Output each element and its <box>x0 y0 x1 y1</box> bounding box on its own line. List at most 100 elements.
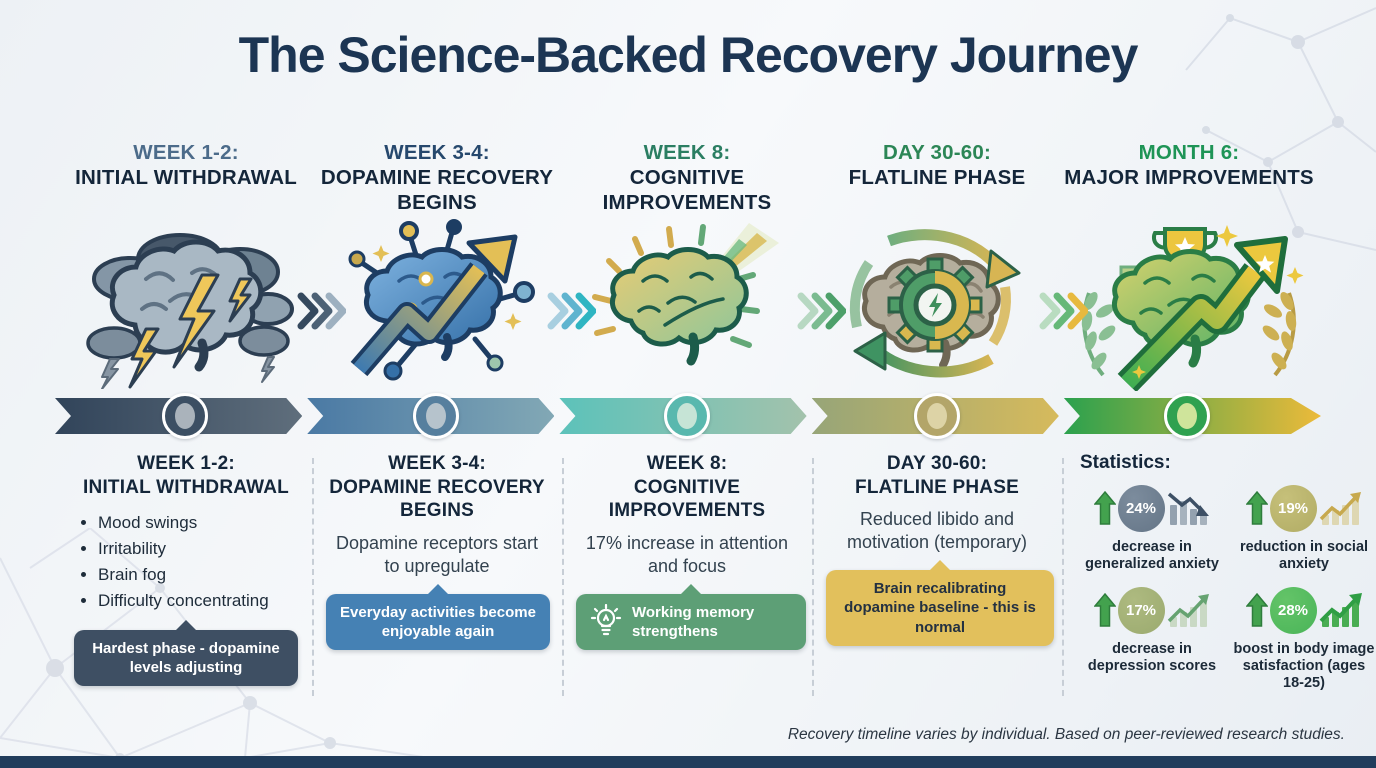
network-brain-icon <box>348 219 535 381</box>
stat-value-badge: 28% <box>1269 586 1317 634</box>
callout-text: Working memory strengthens <box>632 603 755 640</box>
stage-icon-row <box>60 212 1316 394</box>
stage-4-icon-cell <box>812 212 1062 394</box>
stage-detail-row: WEEK 1-2: INITIAL WITHDRAWAL Mood swings… <box>60 452 1374 691</box>
timeline-node-4 <box>914 393 960 439</box>
rising-chart-icon <box>1319 492 1361 525</box>
lightbulb-icon <box>590 603 622 635</box>
stage-name: MAJOR IMPROVEMENTS <box>1064 166 1314 189</box>
stat-label: boost in body image satisfaction (ages 1… <box>1233 641 1375 691</box>
list-item: Difficulty concentrating <box>98 589 316 613</box>
callout-hardest-phase: Hardest phase - dopamine levels adjustin… <box>74 629 298 686</box>
stat-item-anxiety: 24% decrease in generaliz <box>1078 482 1226 572</box>
stage-detail-week3-4: WEEK 3-4: DOPAMINE RECOVERY BEGINS Dopam… <box>312 452 562 691</box>
stage-name: FLATLINE PHASE <box>848 166 1026 189</box>
stat-label: decrease in generalized anxiety <box>1085 539 1219 572</box>
laurel-right <box>1262 291 1297 377</box>
bottom-accent-bar <box>0 756 1376 768</box>
column-divider <box>562 458 564 696</box>
timeline-node-5 <box>1164 393 1210 439</box>
stage-detail-heading: WEEK 3-4: DOPAMINE RECOVERY BEGINS <box>326 452 548 523</box>
stage-3-icon-cell <box>562 212 812 394</box>
stage-description: Dopamine receptors start to upregulate <box>335 532 539 576</box>
stage-5-icon-cell <box>1062 212 1316 394</box>
column-divider <box>812 458 814 696</box>
recalibrating-brain-icon <box>849 229 1021 378</box>
stat-value-badge: 17% <box>1117 586 1165 634</box>
stat-label: decrease in depression scores <box>1087 641 1217 675</box>
stage-header-row: WEEK 1-2: INITIAL WITHDRAWAL WEEK 3-4: D… <box>60 140 1316 215</box>
stage-header-week3-4: WEEK 3-4: DOPAMINE RECOVERY BEGINS <box>312 140 562 215</box>
up-arrow-icon <box>1245 593 1268 628</box>
list-item: Irritability <box>98 537 316 561</box>
stage-name: DOPAMINE RECOVERY BEGINS <box>329 476 545 522</box>
stat-label: reduction in social anxiety <box>1239 539 1369 572</box>
stage-description: 17% increase in attention and focus <box>585 532 789 576</box>
declining-chart-icon <box>1167 492 1209 525</box>
callout-working-memory: Working memory strengthens <box>576 593 806 651</box>
disclaimer-text: Recovery timeline varies by individual. … <box>787 726 1345 743</box>
chevron-right-icon <box>797 292 846 330</box>
stat-item-depression: 17% decrease in depressio <box>1078 584 1226 691</box>
timeline-node-2 <box>413 393 459 439</box>
rising-chart-icon <box>1167 594 1209 628</box>
up-arrow-icon <box>1093 490 1116 525</box>
up-arrow-icon <box>1245 490 1268 525</box>
shining-brain-icon <box>592 223 779 366</box>
symptom-list: Mood swings Irritability Brain fog Diffi… <box>74 511 316 614</box>
stage-period: WEEK 8: <box>643 141 731 164</box>
stage-detail-week8: WEEK 8: COGNITIVE IMPROVEMENTS 17% incre… <box>562 452 812 691</box>
page-title: The Science-Backed Recovery Journey <box>238 27 1139 83</box>
chevron-right-icon <box>297 292 346 330</box>
timeline-node-1 <box>162 393 208 439</box>
callout-everyday-activities: Everyday activities become enjoyable aga… <box>326 593 550 651</box>
stage-detail-heading: WEEK 8: COGNITIVE IMPROVEMENTS <box>576 452 798 523</box>
callout-brain-recalibrating: Brain recalibrating dopamine baseline - … <box>826 570 1054 646</box>
callout-text: Hardest phase - dopamine levels adjustin… <box>92 639 280 676</box>
storm-brain-icon <box>86 233 294 389</box>
stage-header-week8: WEEK 8: COGNITIVE IMPROVEMENTS <box>562 140 812 215</box>
timeline-arrow <box>55 393 1321 439</box>
stage-2-icon-cell <box>312 212 562 394</box>
stage-1-icon-cell <box>60 212 312 394</box>
timeline-node-3 <box>664 393 710 439</box>
stat-value-badge: 19% <box>1269 484 1317 532</box>
stage-period: WEEK 1-2: <box>137 453 235 474</box>
stat-item-social-anxiety: 19% reduction in social a <box>1230 482 1376 572</box>
stage-period: WEEK 8: <box>646 453 728 474</box>
network-pattern-bottom-left <box>0 528 430 758</box>
stage-period: WEEK 1-2: <box>133 141 239 164</box>
network-pattern-top-right <box>1185 7 1376 251</box>
stage-period: DAY 30-60: <box>883 141 991 164</box>
stage-period: WEEK 3-4: <box>388 453 486 474</box>
rising-chart-icon <box>1319 593 1362 628</box>
achievement-brain-icon <box>1081 225 1304 391</box>
stage-name: INITIAL WITHDRAWAL <box>83 476 289 498</box>
stage-detail-week1-2: WEEK 1-2: INITIAL WITHDRAWAL Mood swings… <box>60 452 312 691</box>
callout-text: Brain recalibrating dopamine baseline - … <box>844 580 1036 636</box>
stage-period: DAY 30-60: <box>886 453 988 474</box>
up-arrow-icon <box>1093 593 1116 628</box>
statistics-grid: 24% decrease in generaliz <box>1078 482 1374 691</box>
stage-header-day30-60: DAY 30-60: FLATLINE PHASE <box>812 140 1062 215</box>
stage-name: COGNITIVE IMPROVEMENTS <box>608 476 766 522</box>
callout-text: Everyday activities become enjoyable aga… <box>340 603 536 640</box>
stage-period: WEEK 3-4: <box>384 141 490 164</box>
chevron-right-icon <box>547 292 596 330</box>
stage-header-month6: MONTH 6: MAJOR IMPROVEMENTS <box>1062 140 1316 215</box>
statistics-heading: Statistics: <box>1080 452 1171 473</box>
stat-value-badge: 24% <box>1117 484 1165 532</box>
stage-detail-heading: DAY 30-60: FLATLINE PHASE <box>826 452 1048 499</box>
chevron-right-icon <box>1039 292 1088 330</box>
stage-detail-day30-60: DAY 30-60: FLATLINE PHASE Reduced libido… <box>812 452 1062 691</box>
stage-detail-heading: WEEK 1-2: INITIAL WITHDRAWAL <box>74 452 298 499</box>
statistics-panel: Statistics: 24% <box>1062 452 1374 691</box>
stage-name: INITIAL WITHDRAWAL <box>75 166 297 189</box>
stage-description: Reduced libido and motivation (temporary… <box>846 509 1028 553</box>
column-divider <box>1062 458 1064 696</box>
stage-name: DOPAMINE RECOVERY BEGINS <box>320 166 554 214</box>
stage-period: MONTH 6: <box>1138 141 1240 164</box>
column-divider <box>312 458 314 696</box>
list-item: Mood swings <box>98 511 316 535</box>
